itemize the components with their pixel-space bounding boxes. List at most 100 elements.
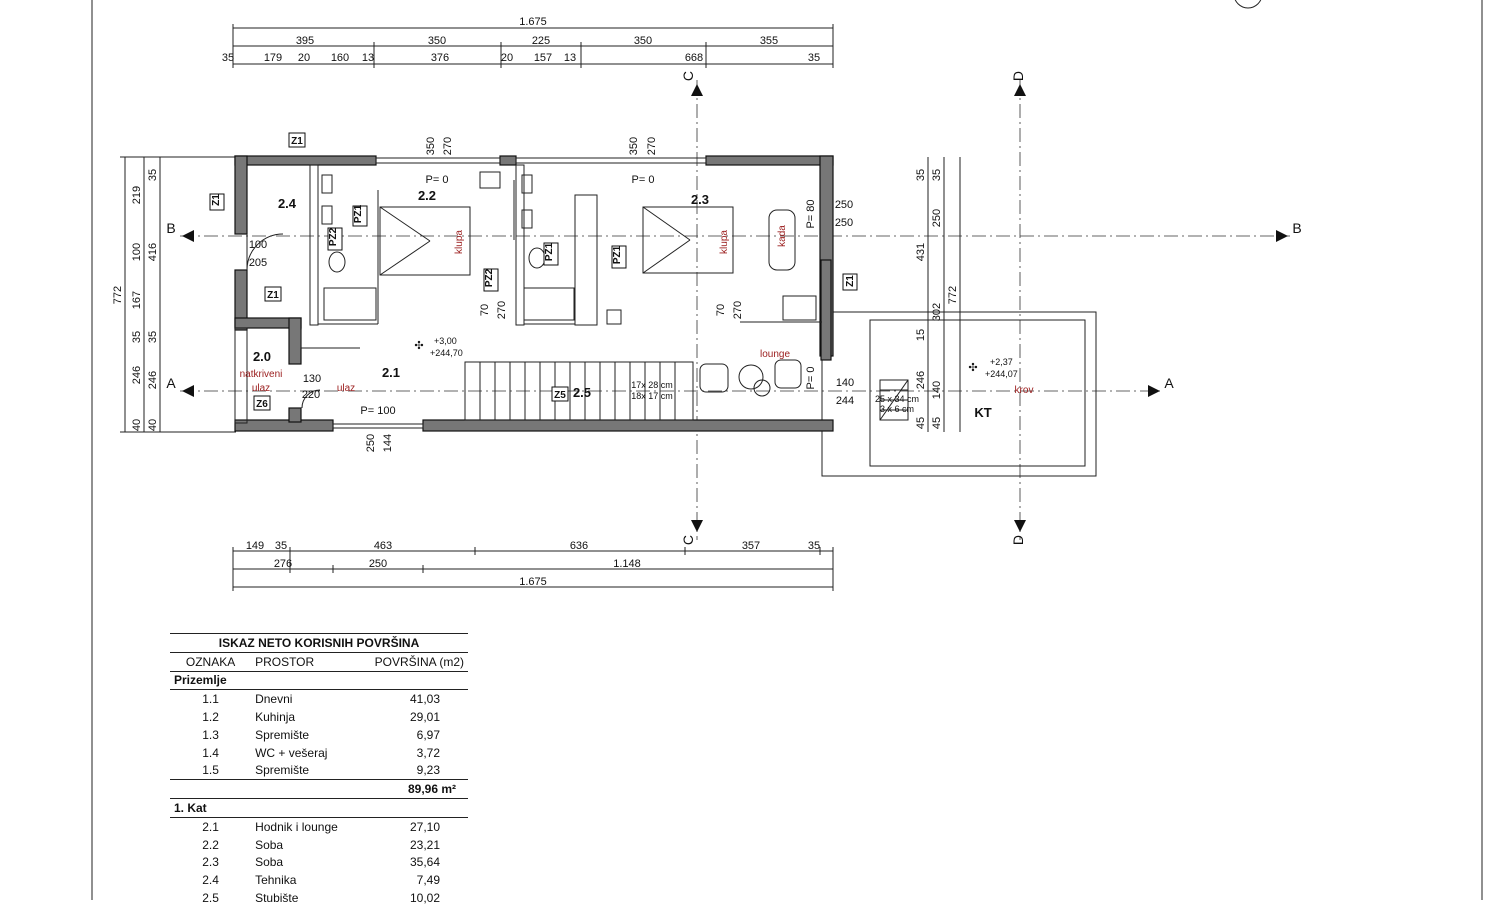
label-kada: kada bbox=[777, 225, 788, 247]
right-dim: 250 bbox=[931, 209, 943, 227]
tag-pz1: PZ1 bbox=[544, 242, 555, 261]
opening-dim: 144 bbox=[382, 434, 394, 452]
row-room: Stubište bbox=[255, 891, 299, 906]
right-dimension-chain: 35 431 302 15 246 45 35 250 140 45 431 7… bbox=[915, 157, 961, 432]
bottom-dimension-chain: 149 35 463 636 357 35 276 250 1.148 1.67… bbox=[232, 540, 834, 591]
row-code: 1.3 bbox=[202, 727, 219, 742]
table-header-row: OZNAKA PROSTOR POVRŠINA (m2) bbox=[170, 652, 468, 672]
top-dim: 179 bbox=[264, 52, 282, 64]
table-row: 1.3 Spremište 6,97 bbox=[170, 726, 468, 744]
bottom-overall-dim: 1.675 bbox=[519, 576, 547, 588]
room-label: 2.1 bbox=[382, 365, 400, 380]
row-room: Soba bbox=[255, 837, 284, 852]
axis-c-bottom-label: C bbox=[680, 535, 696, 545]
top-dimension-chain: 1.675 395 350 225 350 355 35 179 20 160 … bbox=[222, 16, 834, 68]
north-symbol bbox=[1234, 0, 1262, 9]
table-title-row: ISKAZ NETO KORISNIH POVRŠINA bbox=[170, 633, 468, 653]
tag-z5: Z5 bbox=[554, 390, 566, 401]
bottom-dim: 250 bbox=[369, 558, 387, 570]
tag-z6: Z6 bbox=[256, 399, 268, 410]
bottom-dim: 149 bbox=[246, 540, 264, 552]
top-dim: 13 bbox=[564, 52, 576, 64]
label-klupa: klupa bbox=[719, 230, 730, 254]
header-povrsina: POVRŠINA (m2) bbox=[370, 652, 468, 672]
right-dim: 431 bbox=[915, 243, 927, 261]
top-dim: 350 bbox=[634, 35, 652, 47]
opening-dim: 70 bbox=[479, 304, 491, 316]
top-dim: 13 bbox=[362, 52, 374, 64]
section-total: 89,96 m² bbox=[170, 779, 468, 800]
row-code: 1.2 bbox=[202, 710, 219, 725]
opening-dim: 350 bbox=[628, 137, 640, 155]
room-label: 2.5 bbox=[573, 385, 591, 400]
top-dim: 668 bbox=[685, 52, 703, 64]
opening-dim: 270 bbox=[646, 137, 658, 155]
opening-dim: 244 bbox=[836, 395, 854, 407]
label-lounge: lounge bbox=[760, 349, 790, 360]
roof-terrace bbox=[821, 311, 1097, 477]
top-dim: 395 bbox=[296, 35, 314, 47]
header-prostor: PROSTOR bbox=[251, 652, 371, 672]
row-area: 6,97 bbox=[416, 727, 440, 742]
tag-z1: Z1 bbox=[211, 194, 222, 206]
row-area: 41,03 bbox=[409, 692, 440, 707]
bottom-dim: 276 bbox=[274, 558, 292, 570]
opening-dim: 70 bbox=[715, 304, 727, 316]
left-dim: 219 bbox=[131, 186, 143, 204]
tag-pz1: PZ1 bbox=[353, 204, 364, 223]
top-dim: 376 bbox=[431, 52, 449, 64]
room-labels: 2.4 2.2 2.3 2.0 2.1 2.5 KT bbox=[253, 188, 992, 420]
room-label: 2.0 bbox=[253, 349, 271, 364]
table-row: 1.1 Dnevni 41,03 bbox=[170, 690, 468, 708]
row-room: Hodnik i lounge bbox=[255, 819, 338, 834]
right-dim: 45 bbox=[915, 417, 927, 429]
top-dim: 35 bbox=[222, 52, 234, 64]
bottom-dim: 463 bbox=[374, 540, 392, 552]
row-code: 1.5 bbox=[202, 763, 219, 778]
opening-dim: 140 bbox=[836, 377, 854, 389]
label-ulaz: ulaz bbox=[252, 383, 270, 394]
left-dim: 40 bbox=[147, 419, 159, 431]
top-dim: 350 bbox=[428, 35, 446, 47]
axis-b-right-label: B bbox=[1292, 220, 1301, 236]
label-natkriveni: natkriveni bbox=[240, 369, 283, 380]
right-dim: 45 bbox=[931, 417, 943, 429]
row-room: Spremište bbox=[255, 763, 310, 778]
table-section-row: Prizemlje bbox=[170, 671, 468, 691]
stair-info: 18x 17 cm bbox=[631, 391, 673, 401]
axis-lines: B B A A C C D D bbox=[166, 71, 1301, 545]
row-room: Kuhinja bbox=[255, 710, 296, 725]
section-label: Prizemlje bbox=[170, 671, 468, 691]
table-row: 2.3 Soba 35,64 bbox=[170, 854, 468, 872]
table-title: ISKAZ NETO KORISNIH POVRŠINA bbox=[170, 633, 468, 653]
row-code: 1.1 bbox=[202, 692, 219, 707]
left-dim: 416 bbox=[147, 243, 159, 261]
row-code: 2.2 bbox=[202, 837, 219, 852]
room-label: 2.2 bbox=[418, 188, 436, 203]
opening-dim: 130 bbox=[303, 373, 321, 385]
top-overall-dim: 1.675 bbox=[519, 16, 547, 28]
opening-dims: 100 205 130 220 350 270 350 270 70 270 7… bbox=[249, 137, 854, 452]
row-code: 2.3 bbox=[202, 855, 219, 870]
right-dim: 246 bbox=[915, 371, 927, 389]
floor-level: P= 100 bbox=[360, 405, 395, 417]
row-room: Dnevni bbox=[255, 692, 293, 707]
row-code: 2.5 bbox=[202, 891, 219, 906]
top-dim: 35 bbox=[808, 52, 820, 64]
section-label: 1. Kat bbox=[170, 798, 468, 818]
header-oznaka: OZNAKA bbox=[170, 652, 252, 672]
right-dim: 772 bbox=[947, 286, 959, 304]
table-row: 1.5 Spremište 9,23 bbox=[170, 762, 468, 780]
table-row: 2.1 Hodnik i lounge 27,10 bbox=[170, 817, 468, 835]
floor-level: P= 0 bbox=[632, 174, 655, 186]
annotations: natkriveni ulaz ulaz lounge krov kada kl… bbox=[240, 174, 1034, 417]
row-room: WC + vešeraj bbox=[255, 745, 328, 760]
bottom-dim: 35 bbox=[808, 540, 820, 552]
roof-info: 3 x 6 cm bbox=[880, 404, 914, 414]
opening-dim: 350 bbox=[425, 137, 437, 155]
left-dim: 35 bbox=[131, 331, 143, 343]
row-room: Soba bbox=[255, 855, 284, 870]
row-code: 2.1 bbox=[202, 819, 219, 834]
label-krov: krov bbox=[1015, 385, 1034, 396]
room-label: 2.3 bbox=[691, 192, 709, 207]
